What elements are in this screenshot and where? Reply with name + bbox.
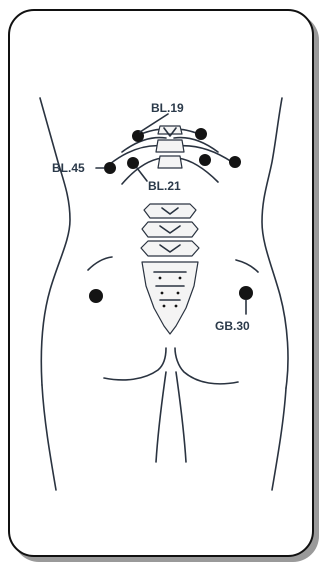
gb30-left-point <box>89 289 103 303</box>
gb30-label: GB.30 <box>215 319 250 333</box>
bl21-right-point <box>199 154 211 166</box>
right-leg-outline <box>272 388 286 490</box>
right-torso-outline <box>262 98 288 388</box>
bl21-label: BL.21 <box>148 179 181 193</box>
bl45-right-point <box>229 156 241 168</box>
rib-cage <box>110 126 232 184</box>
bl45-left-point <box>104 162 116 174</box>
left-leg-outline <box>42 385 56 490</box>
left-buttock-outline <box>104 348 166 380</box>
left-torso-outline <box>40 98 70 385</box>
inner-right-leg <box>176 372 186 462</box>
inner-left-leg <box>156 372 166 462</box>
right-buttock-outline <box>175 348 238 384</box>
left-hip-line <box>88 257 112 270</box>
bl45-label: BL.45 <box>52 161 85 175</box>
lumbar-spine <box>141 204 199 256</box>
right-hip-line <box>236 260 258 272</box>
bl19-right-point <box>195 128 207 140</box>
gb30-right-point <box>239 286 253 300</box>
bl19-label: BL.19 <box>151 101 184 115</box>
bl19-left-point <box>132 130 144 142</box>
bl21-left-point <box>127 157 139 169</box>
bl21-leader <box>137 168 147 181</box>
sacrum <box>142 262 198 334</box>
